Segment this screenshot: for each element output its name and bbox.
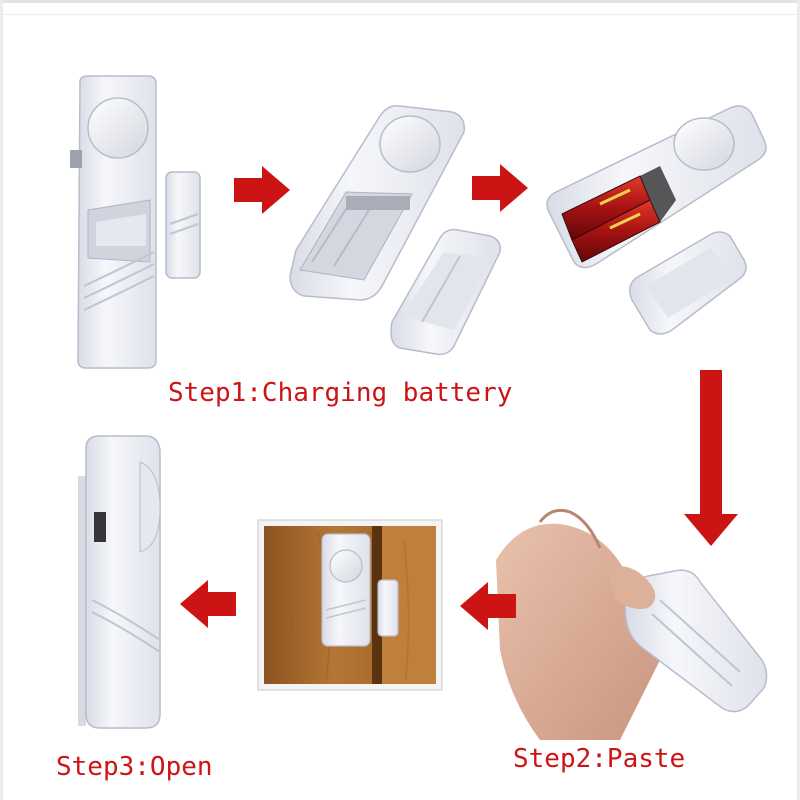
mounted-magnet	[377, 579, 399, 637]
step2-label: Step2:Paste	[513, 744, 686, 774]
arrow-left-icon	[180, 580, 236, 628]
magnet-sensor	[165, 171, 201, 279]
step2-hand-with-device	[496, 508, 768, 740]
frame-top-line	[0, 14, 800, 15]
frame-left-edge	[0, 0, 3, 800]
battery-pair	[561, 166, 676, 263]
step3-alarm-device-side	[78, 435, 161, 729]
arrow-right-icon	[234, 166, 290, 214]
step1-label: Step1:Charging battery	[168, 378, 513, 408]
arrow-right-icon	[472, 164, 528, 212]
door-photo	[257, 519, 443, 691]
step1-alarm-device	[70, 75, 201, 369]
side-switch	[70, 150, 82, 168]
power-switch	[94, 512, 106, 542]
step1-opened-device	[289, 104, 502, 356]
alarm-button-circle	[87, 97, 149, 159]
arrow-left-icon	[460, 582, 516, 630]
frame-top-edge	[0, 0, 800, 3]
frame-right-edge	[797, 0, 800, 800]
arrow-down-icon	[684, 370, 738, 546]
step1-device-with-batteries	[546, 105, 767, 335]
step3-label: Step3:Open	[56, 752, 213, 782]
